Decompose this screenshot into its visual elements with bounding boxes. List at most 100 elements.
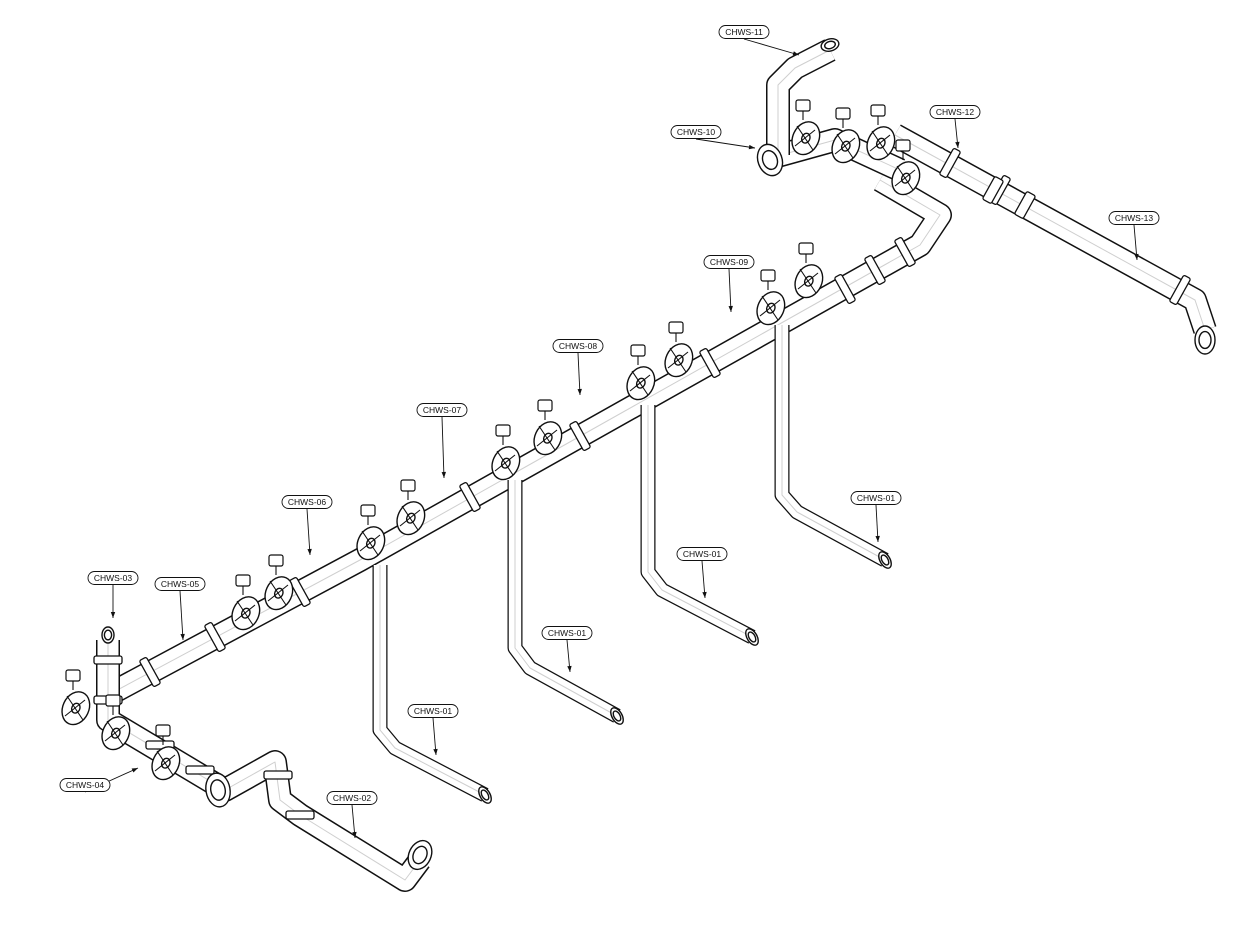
tag-box [1108, 211, 1160, 225]
tag-label: CHWS-03 [94, 573, 133, 583]
line-tag-t07: CHWS-07 [416, 403, 468, 479]
pipe-network [96, 39, 1217, 892]
valve-actuator [668, 321, 684, 334]
butterfly-valve [866, 104, 896, 161]
valve-actuator [155, 724, 171, 737]
leader-line [695, 138, 756, 149]
riser-pipe-chws-11 [766, 39, 836, 155]
line-tag-t03: CHWS-03 [87, 571, 139, 618]
pipe-coupling [289, 577, 311, 607]
leader-arrow [702, 591, 707, 598]
drop-pipe-chws-01-2 [507, 480, 621, 723]
line-tag-t02: CHWS-02 [326, 791, 378, 839]
leader-line [701, 560, 706, 599]
tag-box [670, 125, 722, 139]
tag-box [59, 778, 111, 792]
tag-box [703, 255, 755, 269]
valve-actuator [360, 504, 376, 517]
leader-arrow [577, 388, 582, 395]
valve-actuator [835, 107, 851, 120]
butterfly-valve [101, 694, 131, 751]
ball-valve [1014, 191, 1036, 219]
line-tag-t01a: CHWS-01 [407, 704, 459, 756]
pipe-coupling [1169, 275, 1191, 305]
tag-box [676, 547, 728, 561]
tag-label: CHWS-10 [677, 127, 716, 137]
line-tag-t01d: CHWS-01 [850, 491, 902, 543]
tag-label: CHWS-13 [1115, 213, 1154, 223]
tag-label: CHWS-02 [333, 793, 372, 803]
pipe-coupling [285, 810, 315, 820]
pipe-coupling [939, 148, 961, 178]
butterfly-valve [356, 504, 386, 561]
butterfly-valve [396, 479, 426, 536]
pipe-coupling [894, 237, 916, 267]
tag-label: CHWS-09 [710, 257, 749, 267]
leader-line [306, 508, 311, 556]
leader-line [441, 416, 445, 479]
line-tag-t10: CHWS-10 [670, 125, 756, 150]
valve-actuator [268, 554, 284, 567]
pipe-coupling [263, 770, 293, 780]
pipe-coupling [699, 348, 721, 378]
tag-label: CHWS-12 [936, 107, 975, 117]
butterfly-valve [264, 554, 294, 611]
leader-arrow [307, 548, 312, 555]
tag-box [87, 571, 139, 585]
tag-label: CHWS-01 [414, 706, 453, 716]
butterfly-valve [533, 399, 563, 456]
tag-box [416, 403, 468, 417]
leader-line [728, 268, 732, 313]
leader-arrow [728, 305, 733, 312]
line-tag-t01c: CHWS-01 [676, 547, 728, 599]
pipe-coupling [204, 622, 226, 652]
valve-actuator [630, 344, 646, 357]
line-tag-t12: CHWS-12 [929, 105, 981, 149]
ball-valve [982, 176, 1004, 204]
pipe-coupling [834, 274, 856, 304]
leader-arrow [352, 831, 357, 838]
butterfly-valve [664, 321, 694, 378]
leader-arrow [441, 471, 447, 478]
butterfly-valve [61, 669, 91, 726]
valve-actuator [400, 479, 416, 492]
leader-arrow [875, 535, 880, 542]
butterfly-valve [491, 424, 521, 481]
butterfly-valve [791, 99, 821, 156]
tag-box [407, 704, 459, 718]
line-tag-t11: CHWS-11 [718, 25, 800, 56]
leader-arrow [433, 748, 438, 755]
valve-actuator [895, 139, 911, 152]
tag-label: CHWS-04 [66, 780, 105, 790]
tag-box [718, 25, 770, 39]
tag-label: CHWS-01 [857, 493, 896, 503]
leader-arrow [1134, 253, 1139, 260]
drop-pipe-chws-01-4 [774, 325, 889, 567]
leader-arrow [180, 633, 185, 640]
tag-box [850, 491, 902, 505]
butterfly-valve [151, 724, 181, 781]
leader-arrow [748, 144, 755, 150]
tag-box [281, 495, 333, 509]
tag-label: CHWS-01 [683, 549, 722, 559]
leader-line [875, 504, 879, 543]
leader-arrow [567, 665, 572, 672]
leader-arrow [955, 141, 960, 148]
tag-label: CHWS-08 [559, 341, 598, 351]
tag-box [929, 105, 981, 119]
tag-box [552, 339, 604, 353]
tag-box [541, 626, 593, 640]
drop-pipe-chws-01-1 [372, 565, 489, 802]
butterfly-valve [794, 242, 824, 299]
tag-label: CHWS-05 [161, 579, 200, 589]
valve-actuator [795, 99, 811, 112]
butterfly-valve [756, 269, 786, 326]
tag-label: CHWS-11 [725, 27, 763, 37]
valve-actuator [495, 424, 511, 437]
line-tag-t01b: CHWS-01 [541, 626, 593, 673]
tag-box [154, 577, 206, 591]
valve-actuator [760, 269, 776, 282]
valve-actuator [65, 669, 81, 682]
leader-arrow [131, 768, 138, 773]
